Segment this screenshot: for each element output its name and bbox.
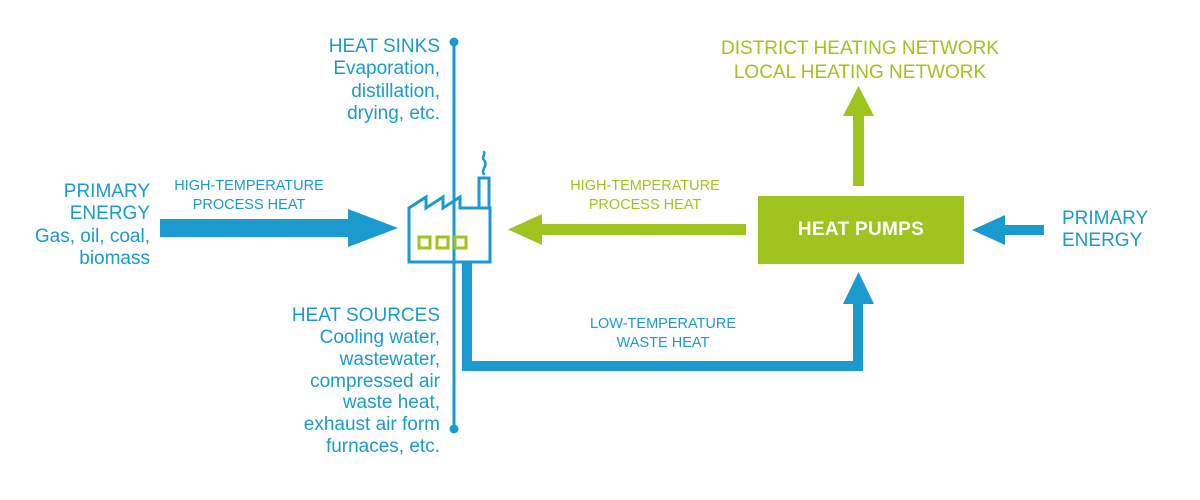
- heating-networks-label: DISTRICT HEATING NETWORK LOCAL HEATING N…: [690, 37, 1030, 85]
- low-temp-label: LOW-TEMPERATURE WASTE HEAT: [574, 315, 752, 352]
- high-temp-left-label: HIGH-TEMPERATURE PROCESS HEAT: [160, 177, 338, 214]
- network-supply-arrow: [843, 86, 874, 186]
- heat-sources-line: exhaust air form: [303, 414, 440, 436]
- heat-sources-line: compressed air: [310, 370, 440, 392]
- high-temp-right-label: HIGH-TEMPERATURE PROCESS HEAT: [556, 177, 734, 214]
- primary-energy-left-line: ENERGY: [69, 203, 150, 225]
- primary-energy-left-line: PRIMARY: [63, 181, 150, 202]
- low-temp-line: LOW-TEMPERATURE: [589, 316, 737, 332]
- sources-end-dot: [449, 424, 459, 434]
- primary-energy-right-line: PRIMARY: [1062, 208, 1149, 229]
- heat-sinks-line: drying, etc.: [347, 103, 440, 125]
- heat-sources-block: HEAT SOURCES Cooling water, wastewater, …: [292, 305, 440, 458]
- primary-energy-left-arrow: [160, 209, 398, 247]
- heat-sources-line: wastewater,: [339, 348, 440, 370]
- heat-sinks-block: HEAT SINKS Evaporation, distillation, dr…: [329, 36, 440, 126]
- heat-sources-line: furnaces, etc.: [325, 436, 440, 458]
- heat-pumps-box: [758, 196, 964, 264]
- low-temp-line: WASTE HEAT: [616, 334, 710, 351]
- heat-sources-line: Cooling water,: [319, 326, 440, 348]
- heating-network-line: LOCAL HEATING NETWORK: [733, 61, 987, 83]
- primary-energy-right-arrow: [972, 215, 1044, 245]
- primary-energy-right-line: ENERGY: [1062, 230, 1143, 252]
- heat-sinks-line: distillation,: [351, 80, 440, 102]
- sinks-end-dot: [449, 37, 459, 47]
- high-temp-right-line: PROCESS HEAT: [588, 196, 702, 213]
- primary-energy-left-label: PRIMARY ENERGY Gas, oil, coal, biomass: [35, 181, 150, 271]
- heat-sources-line: waste heat,: [342, 392, 440, 414]
- waste-heat-arrow: [462, 262, 874, 371]
- heat-sinks-title: HEAT SINKS: [328, 36, 440, 57]
- primary-energy-left-line: Gas, oil, coal,: [34, 225, 150, 247]
- high-temp-left-line: PROCESS HEAT: [192, 196, 306, 213]
- primary-energy-left-line: biomass: [79, 248, 150, 270]
- heat-sinks-line: Evaporation,: [333, 58, 440, 80]
- heat-sources-title: HEAT SOURCES: [291, 305, 440, 326]
- high-temp-right-line: HIGH-TEMPERATURE: [570, 178, 720, 194]
- factory-icon: [407, 150, 492, 264]
- heat-pumps-label: HEAT PUMPS: [797, 219, 925, 240]
- primary-energy-right-label: PRIMARY ENERGY: [1062, 208, 1148, 253]
- high-temp-return-arrow: [508, 214, 746, 245]
- high-temp-left-line: HIGH-TEMPERATURE: [174, 178, 324, 194]
- heating-network-line: DISTRICT HEATING NETWORK: [721, 38, 999, 59]
